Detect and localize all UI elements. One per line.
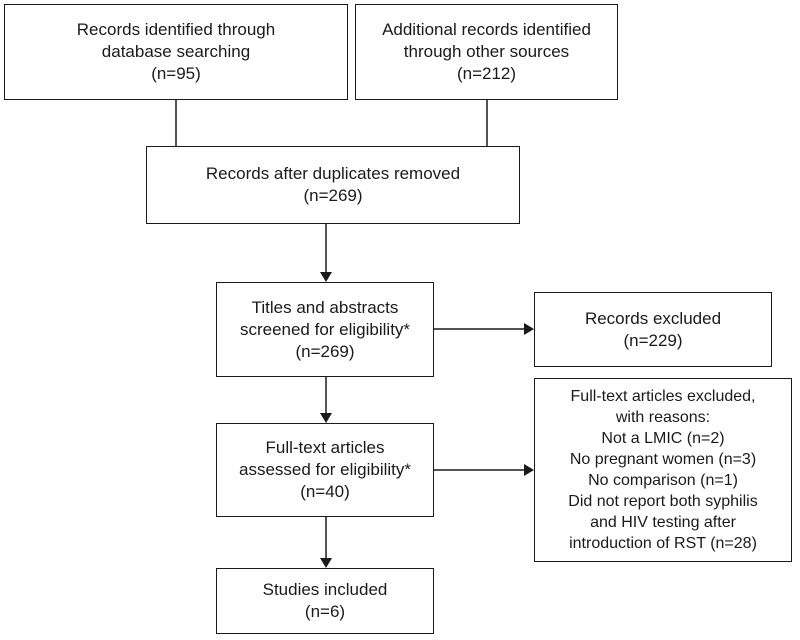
box-line: Full-text articles excluded,	[570, 388, 756, 405]
box-line: Did not report both syphilis	[568, 493, 758, 510]
box-line: database searching	[101, 42, 251, 61]
box-line: and HIV testing after	[590, 514, 736, 531]
box-line: (n=95)	[151, 64, 201, 83]
box-full-text-excluded: Full-text articles excluded, with reason…	[534, 378, 792, 562]
box-line: through other sources	[403, 42, 570, 61]
box-full-text-assessed: Full-text articles assessed for eligibil…	[216, 423, 434, 517]
box-records-excluded: Records excluded (n=229)	[534, 292, 772, 367]
box-line: Not a LMIC (n=2)	[601, 430, 725, 447]
arrowhead-screened	[320, 272, 332, 282]
arrowhead-fulltext-excluded	[524, 464, 534, 476]
box-line: (n=212)	[456, 64, 517, 83]
box-line: Records identified through	[76, 20, 276, 39]
box-line: with reasons:	[615, 409, 711, 426]
box-studies-included: Studies included (n=6)	[216, 568, 434, 634]
box-line: Studies included	[262, 580, 388, 599]
box-line: (n=269)	[303, 186, 363, 205]
arrowhead-included	[320, 558, 332, 568]
box-line: Records after duplicates removed	[205, 164, 461, 183]
box-line: Records excluded	[584, 308, 722, 328]
box-line: (n=40)	[300, 482, 350, 501]
box-line: (n=6)	[304, 602, 346, 621]
box-other-sources: Additional records identified through ot…	[355, 4, 618, 100]
box-line: (n=229)	[623, 330, 683, 350]
box-line: assessed for eligibility*	[239, 460, 411, 479]
box-line: (n=269)	[295, 341, 355, 361]
box-line: No comparison (n=1)	[588, 472, 738, 489]
box-database-search: Records identified through database sear…	[4, 4, 348, 100]
box-line: introduction of RST (n=28)	[569, 535, 757, 552]
box-line: Titles and abstracts	[251, 297, 399, 317]
box-after-duplicates: Records after duplicates removed (n=269)	[146, 146, 520, 224]
box-line: Additional records identified	[382, 20, 591, 39]
box-line: screened for eligibility*	[239, 319, 411, 339]
box-line: No pregnant women (n=3)	[569, 451, 757, 468]
box-line: Full-text articles	[265, 438, 385, 457]
arrowhead-records-excluded	[524, 323, 534, 335]
arrowhead-fulltext	[320, 413, 332, 423]
box-screened: Titles and abstracts screened for eligib…	[216, 282, 434, 377]
